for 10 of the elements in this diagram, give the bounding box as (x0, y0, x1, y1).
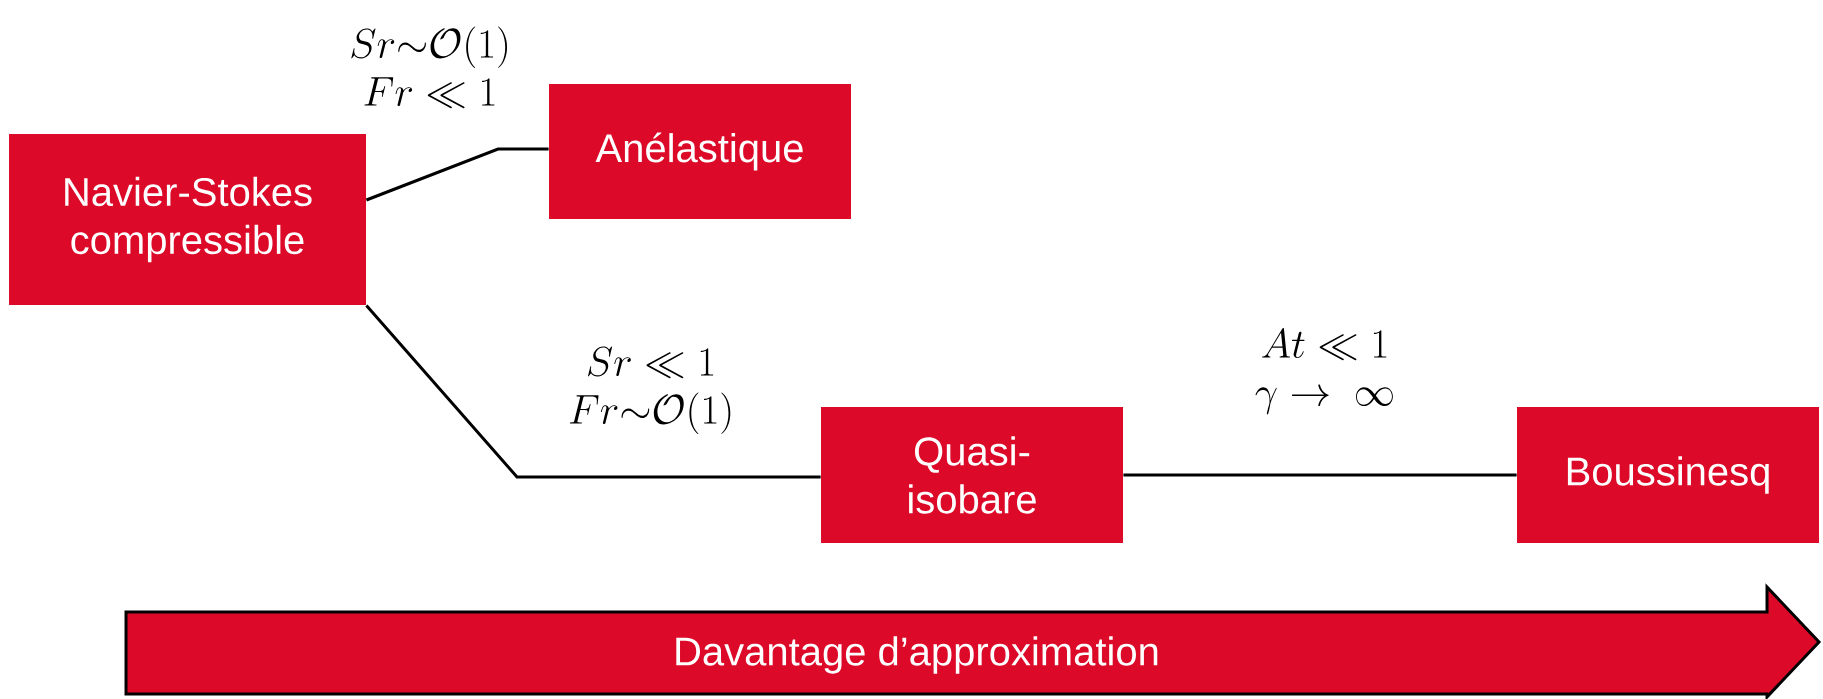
edge-label: $\begin{array}{c}At \ll 1\\ \gamma \rightarrow\ \infty\end{array}$ (1255, 328, 1393, 415)
model-box: Anélastique (549, 84, 851, 219)
model-box: Boussinesq (1517, 407, 1819, 543)
connector-line (365, 147, 549, 202)
edge-label: $\begin{array}{c}Sr \ll 1\\ Fr{\sim}\mathcal{O}(1)\end{array}$ (569, 346, 731, 434)
edge-label: $\begin{array}{c}Sr{\sim}\mathcal{O}(1)\\ Fr \ll 1\end{array}$ (351, 26, 508, 109)
connector-line (365, 304, 821, 479)
model-box: Navier-Stokes compressible (9, 134, 366, 305)
model-box: Quasi-isobare (821, 407, 1123, 543)
connector-line (1123, 473, 1517, 477)
